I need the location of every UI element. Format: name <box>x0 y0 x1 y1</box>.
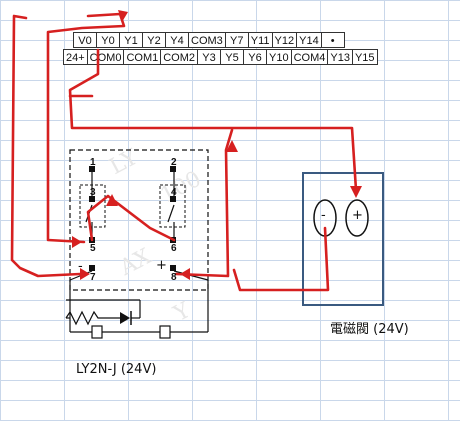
arrowhead <box>106 194 118 206</box>
relay-caption: LY2N-J (24V) <box>76 362 157 377</box>
wire-arrowheads <box>72 10 362 280</box>
plc-terminal: Y7 <box>224 32 249 48</box>
plc-terminal: Y1 <box>119 32 143 48</box>
arrowhead <box>226 140 238 152</box>
plc-terminal: Y13 <box>327 49 353 65</box>
relay-pin-pad <box>170 196 176 202</box>
wire-to-pin8 <box>174 128 234 278</box>
relay-pin-pad <box>89 265 95 271</box>
plc-terminal: Y12 <box>271 32 298 48</box>
relay-plus-symbol: + <box>156 258 167 273</box>
plc-terminal: • <box>320 32 345 48</box>
valve-terminal-plus <box>345 199 369 237</box>
arrowhead <box>72 236 82 248</box>
plc-terminal: Y2 <box>142 32 166 48</box>
arrowhead <box>118 10 128 22</box>
wire-jumper <box>86 194 176 242</box>
plc-terminal: COM4 <box>290 49 329 65</box>
red-wiring <box>10 12 358 292</box>
wire-valve-minus <box>232 226 330 292</box>
relay-pin-label: 2 <box>171 157 177 168</box>
relay-contact-right <box>159 184 186 228</box>
valve-caption: 電磁閥 (24V) <box>330 322 409 337</box>
arrowhead <box>180 268 190 280</box>
coil-symbol <box>159 325 171 339</box>
plc-terminal: Y10 <box>266 49 292 65</box>
contact-switch <box>167 204 175 223</box>
relay-pin-label: 5 <box>90 243 96 254</box>
relay-pin-label: 3 <box>90 187 96 198</box>
plc-terminal: Y6 <box>243 49 268 65</box>
plc-terminal: Y4 <box>165 32 189 48</box>
plc-terminal: Y14 <box>296 32 322 48</box>
relay-pin-label: 7 <box>90 272 96 283</box>
wire-to-pin7 <box>10 14 82 278</box>
relay-pin-pad <box>89 196 95 202</box>
relay-minus-symbol: - <box>78 259 83 274</box>
plc-terminal: Y5 <box>220 49 245 65</box>
arrowhead <box>80 268 90 280</box>
wire-to-valve-plus <box>68 48 358 192</box>
relay-outline <box>69 149 209 291</box>
relay-pin-label: 1 <box>90 157 96 168</box>
relay-pin-label: 4 <box>171 187 177 198</box>
valve-minus-symbol: - <box>321 208 326 223</box>
relay-pin-pad <box>89 166 95 172</box>
relay-pin-label: 6 <box>171 243 177 254</box>
plc-terminal: COM3 <box>188 32 226 48</box>
solenoid-valve-box <box>302 172 384 306</box>
plc-terminal: COM2 <box>160 49 199 65</box>
diode-symbol <box>120 312 130 324</box>
relay-pin-label: 8 <box>171 272 177 283</box>
relay-pin-pad <box>170 166 176 172</box>
plc-terminal: Y15 <box>351 49 378 65</box>
resistor-symbol <box>65 310 120 326</box>
relay-pin-pad <box>170 265 176 271</box>
arrowhead <box>350 186 362 198</box>
valve-plus-symbol: + <box>352 208 363 223</box>
coil-symbol <box>91 325 103 339</box>
plc-terminal: COM1 <box>123 49 162 65</box>
plc-terminal: 24+ <box>63 49 88 65</box>
